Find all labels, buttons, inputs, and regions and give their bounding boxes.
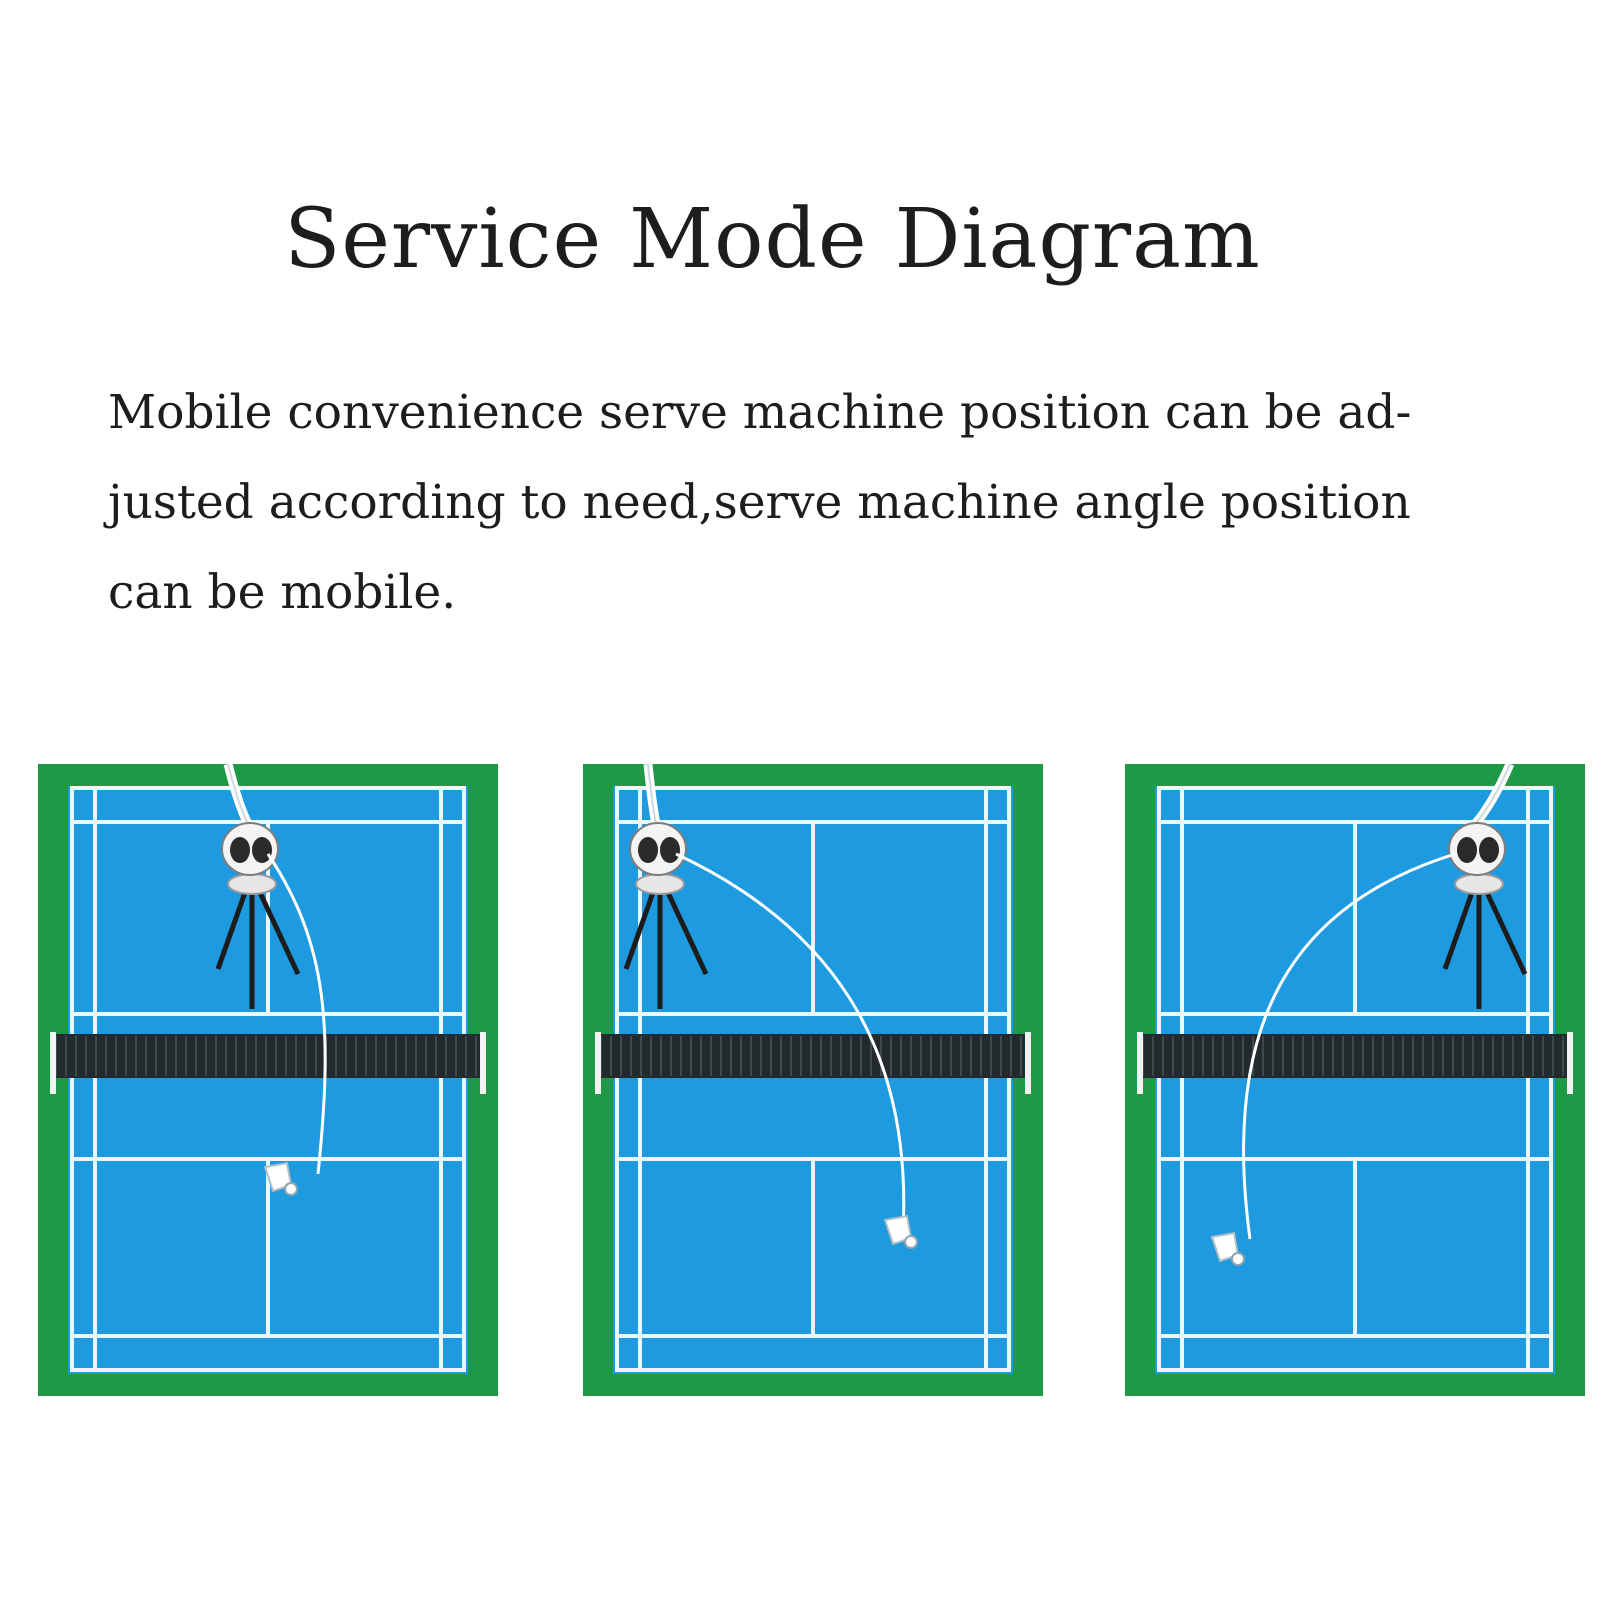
shuttle-trajectory (675, 852, 906, 1233)
serve-machine-icon (1442, 822, 1528, 1009)
court-svg (1125, 764, 1585, 1396)
shuttle-trajectory (1242, 852, 1456, 1240)
net-post (480, 1032, 486, 1094)
tripod-leg (1442, 883, 1478, 970)
shuttle-cork (1231, 1252, 1245, 1266)
tripod-leg (215, 883, 251, 970)
net-post (1137, 1032, 1143, 1094)
court-diagram-2 (583, 764, 1043, 1396)
net-post (1567, 1032, 1573, 1094)
court-diagram-1 (38, 764, 498, 1396)
machine-wheel (230, 837, 250, 863)
court-svg (583, 764, 1043, 1396)
machine-wheel (638, 837, 658, 863)
net-post (595, 1032, 601, 1094)
shuttlecock-icon (883, 1214, 918, 1249)
serve-machine-icon (623, 822, 709, 1009)
court-svg (38, 764, 498, 1396)
court-boundary-line (615, 786, 1011, 1372)
court-diagram-3 (1125, 764, 1585, 1396)
machine-base (1454, 873, 1504, 895)
tripod-leg (623, 883, 659, 970)
machine-wheel (1479, 837, 1499, 863)
tripod-leg (253, 882, 301, 976)
court-boundary-line (1157, 786, 1553, 1372)
shuttlecock-icon (1210, 1231, 1245, 1266)
machine-wheel (1457, 837, 1477, 863)
page-title: Service Mode Diagram (284, 192, 1261, 287)
net-post (50, 1032, 56, 1094)
tripod-leg (661, 882, 709, 976)
power-cord-edge (1474, 764, 1511, 825)
machine-wheel (252, 837, 272, 863)
tripod-leg (1480, 882, 1528, 976)
shuttle-trajectory (266, 853, 327, 1175)
net-post (1025, 1032, 1031, 1094)
power-cord-edge (647, 764, 657, 825)
shuttle-cork (284, 1182, 298, 1196)
power-cord-edge (227, 764, 249, 825)
description-line-3: can be mobile. (108, 565, 457, 620)
description: Mobile convenience serve machine positio… (108, 368, 1528, 638)
description-line-2: justed according to need,serve machine a… (108, 475, 1411, 530)
machine-wheel (660, 837, 680, 863)
machine-base (227, 873, 277, 895)
description-line-1: Mobile convenience serve machine positio… (108, 385, 1412, 440)
court-boundary-line (70, 786, 466, 1372)
shuttle-cork (904, 1235, 918, 1249)
shuttlecock-icon (263, 1161, 298, 1196)
machine-base (635, 873, 685, 895)
serve-machine-icon (215, 822, 301, 1009)
